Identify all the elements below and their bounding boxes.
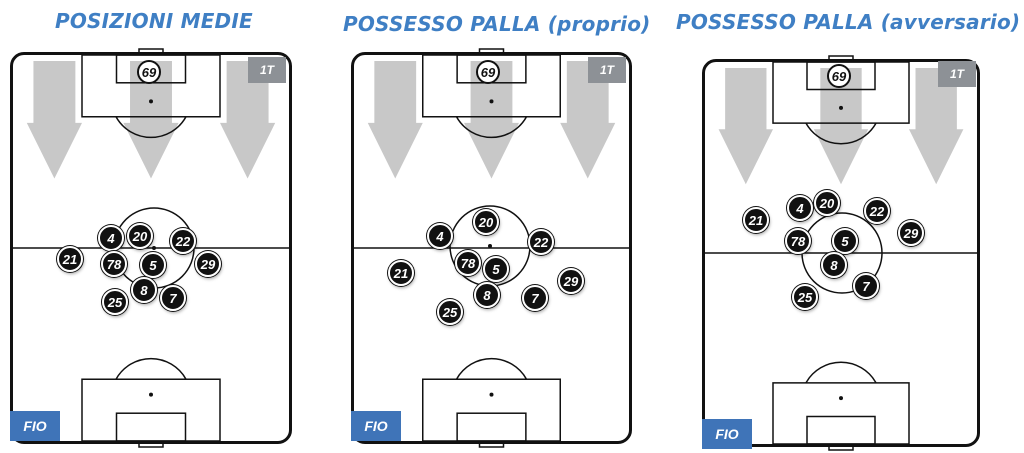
player-marker: 7 bbox=[160, 285, 186, 311]
team-badge: FIO bbox=[351, 411, 401, 441]
goalkeeper-marker: 69 bbox=[137, 60, 161, 84]
penalty-area-bottom bbox=[422, 378, 561, 442]
player-marker: 4 bbox=[787, 195, 813, 221]
player-marker: 5 bbox=[140, 252, 166, 278]
penalty-spot-top bbox=[489, 99, 494, 104]
pitch bbox=[10, 48, 292, 448]
panel-title: POSSESSO PALLA (proprio) bbox=[343, 12, 651, 36]
player-marker: 29 bbox=[558, 268, 584, 294]
goalkeeper-marker: 69 bbox=[476, 60, 500, 84]
team-badge: FIO bbox=[702, 419, 752, 449]
penalty-spot-top bbox=[839, 105, 843, 110]
player-marker: 25 bbox=[437, 299, 463, 325]
player-marker: 7 bbox=[853, 273, 879, 299]
arrow-down-icon bbox=[813, 68, 869, 185]
player-marker: 25 bbox=[792, 284, 818, 310]
player-marker: 21 bbox=[57, 246, 83, 272]
panel-title: POSSESSO PALLA (avversario) bbox=[676, 10, 1021, 34]
pitch bbox=[351, 48, 632, 448]
goalkeeper-marker: 69 bbox=[827, 64, 851, 88]
player-marker: 22 bbox=[170, 228, 196, 254]
player-marker: 4 bbox=[98, 225, 124, 251]
penalty-arc-top bbox=[455, 116, 528, 139]
player-marker: 5 bbox=[832, 228, 858, 254]
player-marker: 8 bbox=[474, 282, 500, 308]
goal-bottom bbox=[138, 441, 164, 448]
pitch-markings bbox=[13, 48, 289, 448]
player-marker: 20 bbox=[127, 223, 153, 249]
penalty-arc-bottom bbox=[115, 357, 187, 380]
penalty-spot-bottom bbox=[489, 392, 494, 397]
player-marker: 7 bbox=[522, 285, 548, 311]
arrow-down-icon bbox=[26, 61, 82, 179]
arrow-down-icon bbox=[220, 61, 276, 179]
penalty-spot-top bbox=[149, 99, 153, 104]
player-marker: 21 bbox=[743, 207, 769, 233]
player-marker: 22 bbox=[864, 198, 890, 224]
goal-top bbox=[478, 48, 505, 55]
team-badge: FIO bbox=[10, 411, 60, 441]
arrow-down-icon bbox=[464, 61, 519, 179]
player-marker: 78 bbox=[785, 228, 811, 254]
goal-top bbox=[138, 48, 164, 55]
player-marker: 20 bbox=[814, 190, 840, 216]
penalty-spot-bottom bbox=[149, 392, 153, 397]
center-spot bbox=[152, 246, 156, 250]
player-marker: 20 bbox=[473, 209, 499, 235]
arrow-down-icon bbox=[718, 68, 773, 185]
player-marker: 4 bbox=[427, 223, 453, 249]
arrow-down-icon bbox=[367, 61, 423, 179]
player-marker: 29 bbox=[195, 251, 221, 277]
penalty-spot-bottom bbox=[839, 396, 843, 401]
goal-area-bottom bbox=[456, 412, 527, 442]
player-marker: 5 bbox=[483, 256, 509, 282]
player-marker: 29 bbox=[898, 220, 924, 246]
penalty-area-bottom bbox=[772, 382, 910, 445]
goal-bottom bbox=[478, 441, 505, 448]
arrow-down-icon bbox=[560, 61, 616, 179]
penalty-arc-bottom bbox=[805, 361, 877, 384]
penalty-arc-top bbox=[805, 122, 877, 145]
player-marker: 25 bbox=[102, 289, 128, 315]
arrow-down-icon bbox=[909, 68, 964, 185]
half-badge: 1T bbox=[248, 57, 286, 83]
player-marker: 21 bbox=[388, 260, 414, 286]
pitch-markings bbox=[354, 48, 629, 448]
player-marker: 78 bbox=[455, 250, 481, 276]
pitch-markings bbox=[705, 55, 977, 451]
goal-area-bottom bbox=[806, 415, 876, 445]
goal-area-top bbox=[806, 61, 876, 91]
player-marker: 8 bbox=[131, 277, 157, 303]
panel-title: POSIZIONI MEDIE bbox=[55, 9, 253, 33]
goal-area-bottom bbox=[115, 412, 187, 442]
penalty-arc-top bbox=[115, 116, 187, 139]
player-marker: 8 bbox=[821, 252, 847, 278]
center-spot bbox=[488, 244, 492, 248]
half-badge: 1T bbox=[588, 57, 626, 83]
arrow-down-icon bbox=[123, 61, 179, 179]
penalty-area-bottom bbox=[81, 378, 221, 442]
penalty-arc-bottom bbox=[455, 357, 528, 380]
goal-top bbox=[828, 55, 854, 62]
player-marker: 22 bbox=[528, 229, 554, 255]
half-badge: 1T bbox=[938, 61, 976, 87]
goal-bottom bbox=[828, 444, 854, 451]
player-marker: 78 bbox=[101, 251, 127, 277]
